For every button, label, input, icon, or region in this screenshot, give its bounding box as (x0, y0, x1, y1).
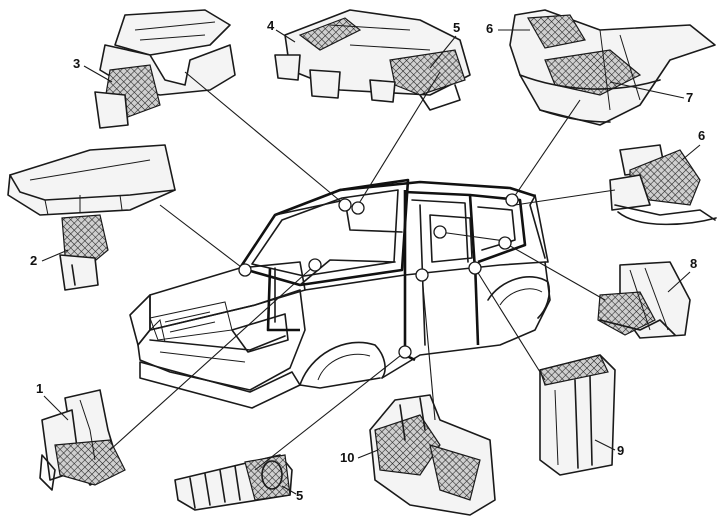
callout-5-bottom: 5 (296, 488, 303, 503)
seal-part-9 (539, 354, 616, 476)
seal-part-2 (7, 144, 176, 291)
seal-part-6-right (609, 144, 717, 226)
callout-2: 2 (30, 253, 37, 268)
seal-part-8 (597, 261, 691, 339)
callout-6-right: 6 (698, 128, 705, 143)
seal-part-3 (94, 9, 236, 129)
seal-part-1 (39, 389, 126, 491)
seal-part-5-tube (174, 454, 293, 511)
callout-4: 4 (267, 18, 275, 33)
callout-7: 7 (686, 90, 693, 105)
callout-labels: 1 2 3 4 5 5 6 6 7 8 9 10 (30, 18, 705, 503)
seal-part-4-5 (274, 9, 471, 111)
callout-5-top: 5 (453, 20, 460, 35)
callout-3: 3 (73, 56, 80, 71)
callout-6-top: 6 (486, 21, 493, 36)
seal-markers (238, 193, 519, 359)
callout-9: 9 (617, 443, 624, 458)
seal-part-10 (369, 394, 496, 516)
seal-part-6-7 (509, 9, 716, 126)
callout-10: 10 (340, 450, 354, 465)
callout-1: 1 (36, 381, 43, 396)
car-seal-frames (238, 178, 536, 362)
callout-8: 8 (690, 256, 697, 271)
car-body-shell (129, 194, 551, 409)
